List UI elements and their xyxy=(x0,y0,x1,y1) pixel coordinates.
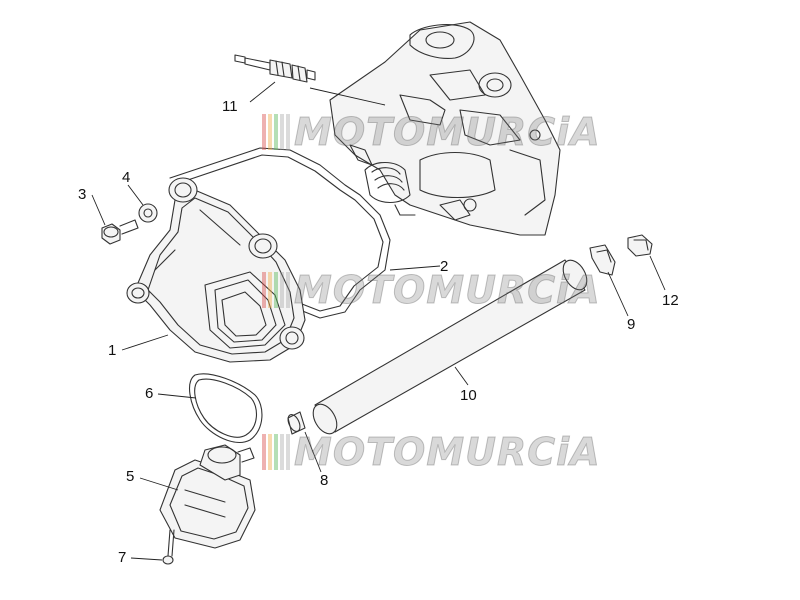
hose-clip-12 xyxy=(627,234,653,257)
callout-7: 7 xyxy=(118,549,127,566)
callout-8: 8 xyxy=(320,472,329,489)
screw xyxy=(162,529,175,565)
cover-gasket xyxy=(169,147,391,319)
watermark-text: MOTOMURCiA xyxy=(294,110,601,155)
callout-1: 1 xyxy=(108,342,117,359)
breather-housing xyxy=(159,444,256,549)
hose-clamp-8 xyxy=(287,411,306,435)
spark-plug xyxy=(234,54,316,83)
callout-6: 6 xyxy=(145,385,154,402)
watermark-bars xyxy=(262,114,290,150)
callout-4: 4 xyxy=(122,169,131,186)
watermark-text: MOTOMURCiA xyxy=(294,268,601,313)
watermark-text: MOTOMURCiA xyxy=(294,430,601,475)
breather-hose xyxy=(312,259,588,435)
watermark-bars xyxy=(262,434,290,470)
bolt-and-washer xyxy=(101,203,158,245)
watermark-bottom: MOTOMURCiA xyxy=(262,430,600,475)
callout-11: 11 xyxy=(222,98,238,115)
callout-2: 2 xyxy=(440,258,449,275)
watermark-bars xyxy=(262,272,290,308)
watermark-top: MOTOMURCiA xyxy=(262,110,600,155)
callout-9: 9 xyxy=(627,316,636,333)
breather-gasket xyxy=(189,373,263,443)
callout-12: 12 xyxy=(662,292,679,309)
leader-lines xyxy=(91,81,666,561)
watermark-middle: MOTOMURCiA xyxy=(262,268,600,313)
hose-clamp-9 xyxy=(589,244,616,276)
callout-5: 5 xyxy=(126,468,135,485)
callout-3: 3 xyxy=(78,186,87,203)
valve-cover xyxy=(126,177,306,363)
callout-10: 10 xyxy=(460,387,477,404)
cylinder-head xyxy=(329,21,561,236)
